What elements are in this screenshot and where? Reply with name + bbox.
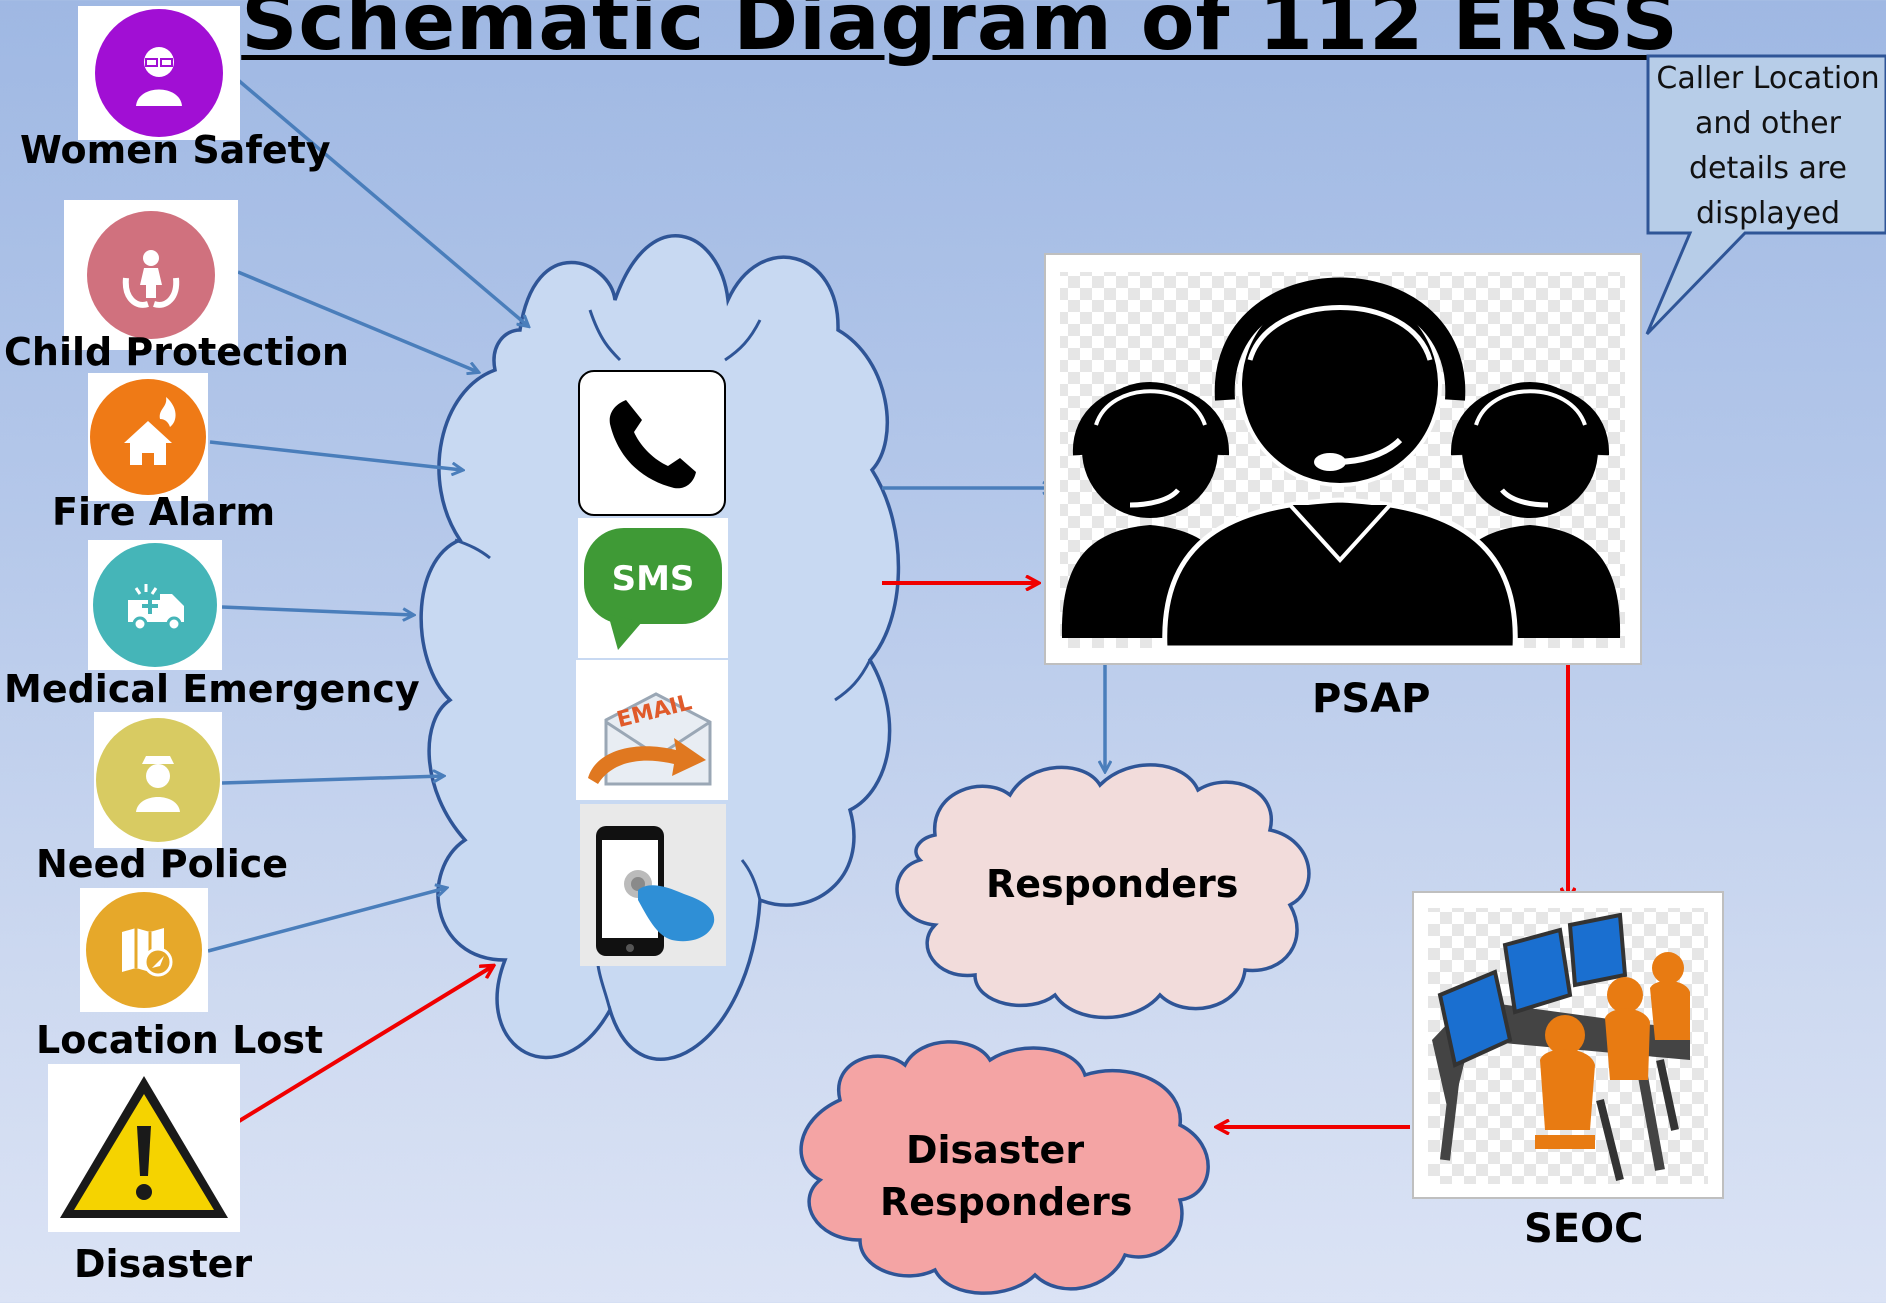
disaster-responders-line2: Responders bbox=[880, 1180, 1133, 1224]
cloud-inner-curve bbox=[724, 319, 762, 362]
woman-icon bbox=[95, 9, 223, 137]
cloud-inner-curve bbox=[740, 859, 762, 901]
seoc-label: SEOC bbox=[1524, 1206, 1644, 1252]
location-lost-arrow bbox=[207, 888, 446, 953]
medical-emergency-arrow bbox=[221, 605, 413, 615]
fire-alarm-node bbox=[88, 373, 208, 501]
child-hands-icon bbox=[87, 211, 215, 339]
sms-channel: SMS bbox=[578, 518, 728, 658]
child-protection-label: Child Protection bbox=[4, 330, 349, 374]
diagram-title: Schematic Diagram of 112 ERSS bbox=[241, 0, 1679, 68]
disaster-arrow bbox=[206, 966, 493, 1142]
map-compass-icon bbox=[86, 892, 202, 1008]
location-lost-label: Location Lost bbox=[36, 1018, 324, 1062]
need-police-node bbox=[94, 712, 222, 848]
women-safety-arrow bbox=[236, 78, 528, 326]
psap-image bbox=[1044, 253, 1642, 665]
disaster-label: Disaster bbox=[74, 1242, 253, 1286]
fire-alarm-label: Fire Alarm bbox=[52, 490, 276, 534]
responders-label: Responders bbox=[986, 862, 1239, 906]
mobile-app-icon bbox=[596, 826, 715, 956]
sms-label: SMS bbox=[612, 559, 695, 599]
child-protection-arrow bbox=[237, 270, 478, 372]
email-envelope-icon: EMAIL bbox=[588, 690, 712, 786]
women-safety-node bbox=[78, 6, 240, 140]
cloud-inner-curve bbox=[454, 538, 491, 560]
child-protection-node bbox=[64, 200, 238, 350]
disaster-responders-label: Disaster Responders bbox=[880, 1124, 1133, 1228]
sms-bubble-icon: SMS bbox=[584, 528, 722, 650]
cloud-inner-curve bbox=[596, 964, 612, 1011]
medical-emergency-label: Medical Emergency bbox=[4, 667, 420, 711]
medical-emergency-node bbox=[88, 540, 222, 670]
app-channel bbox=[580, 804, 726, 966]
callout-text: Caller Location and other details are di… bbox=[1656, 61, 1880, 231]
phone-channel bbox=[578, 370, 726, 516]
need-police-label: Need Police bbox=[36, 842, 289, 886]
ambulance-icon bbox=[93, 543, 217, 667]
cloud-inner-curve bbox=[834, 659, 872, 702]
house-fire-icon bbox=[90, 379, 206, 495]
police-officer-icon bbox=[96, 718, 220, 842]
women-safety-label: Women Safety bbox=[20, 128, 331, 172]
fire-alarm-arrow bbox=[209, 440, 462, 470]
disaster-node bbox=[48, 1064, 240, 1232]
disaster-responders-line1: Disaster bbox=[905, 1128, 1085, 1172]
email-channel: EMAIL bbox=[576, 660, 728, 800]
location-lost-node bbox=[80, 888, 208, 1012]
disaster-responders-cloud bbox=[799, 1040, 1210, 1295]
callout-box bbox=[1645, 54, 1886, 336]
seoc-image bbox=[1412, 891, 1724, 1199]
phone-icon bbox=[609, 400, 696, 489]
responders-cloud bbox=[895, 763, 1311, 1020]
need-police-arrow bbox=[221, 776, 443, 785]
cloud-inner-curve bbox=[588, 309, 622, 362]
psap-label: PSAP bbox=[1312, 676, 1431, 722]
warning-triangle-icon bbox=[60, 1076, 228, 1218]
